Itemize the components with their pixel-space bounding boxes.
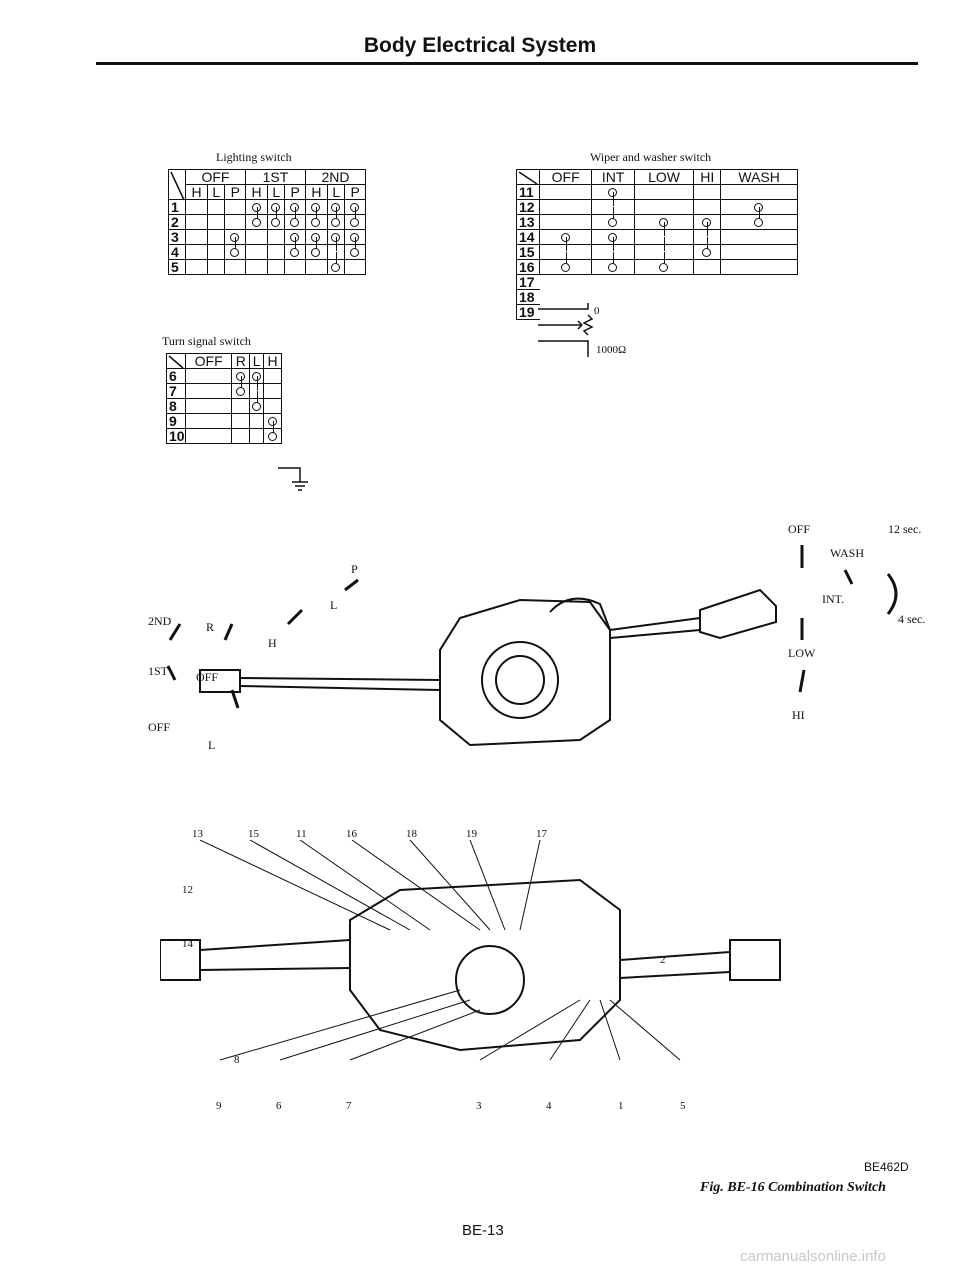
col-p: P	[344, 184, 366, 200]
row-label: 10	[166, 428, 186, 444]
callout: 9	[216, 1100, 222, 1112]
col-r: R	[231, 353, 251, 369]
combination-switch-drawing	[166, 545, 898, 747]
callout: 19	[466, 828, 477, 840]
label-off-low: OFF	[148, 720, 171, 734]
callout: 7	[346, 1100, 352, 1112]
label-int: INT.	[822, 592, 845, 606]
callout: 11	[296, 828, 307, 840]
callout: 6	[276, 1100, 282, 1112]
callout: 17	[536, 828, 547, 840]
label-off: OFF	[788, 522, 811, 536]
callout: 8	[234, 1054, 240, 1066]
table-corner	[168, 169, 186, 201]
col-l: L	[249, 353, 265, 369]
col-h: H	[304, 184, 329, 200]
wiper-switch-table: OFF INT LOW HI WASH 11 12 13 14 15 16 17…	[516, 169, 798, 320]
row-label: 16	[516, 259, 540, 275]
callout: 2	[660, 954, 666, 966]
callout: 12	[182, 884, 193, 896]
col-off: OFF	[538, 169, 593, 185]
row-label: 3	[168, 229, 186, 245]
row-label: 12	[516, 199, 540, 215]
row-label: 8	[166, 398, 186, 414]
col-group-off: OFF	[185, 169, 246, 185]
col-h: H	[263, 353, 282, 369]
label-hi: HI	[792, 708, 805, 722]
label-l-top: L	[330, 598, 338, 612]
contact-zero-label: 0	[594, 305, 600, 317]
row-label: 11	[516, 184, 540, 200]
resistor-circuit	[538, 303, 594, 357]
table-corner	[516, 169, 540, 185]
col-off: OFF	[184, 353, 233, 369]
callout: 14	[182, 938, 193, 950]
figure-code: BE462D	[864, 1160, 909, 1174]
callout: 15	[248, 828, 259, 840]
table-corner	[166, 353, 186, 369]
connector-drawing	[160, 840, 781, 1061]
label-2nd: 2ND	[148, 614, 172, 628]
turn-signal-table: OFF R L H 6 7 8 9 10	[166, 353, 282, 444]
row-label: 15	[516, 244, 540, 260]
col-hi: HI	[693, 169, 722, 185]
turn-signal-caption: Turn signal switch	[162, 334, 251, 348]
row-label: 6	[166, 368, 186, 384]
row-label: 17	[516, 274, 540, 290]
col-group-1st: 1ST	[244, 169, 306, 185]
label-off-mid: OFF	[196, 670, 219, 684]
col-h: H	[244, 184, 269, 200]
ground-symbol	[278, 467, 308, 491]
col-l: L	[207, 184, 226, 200]
lighting-switch-caption: Lighting switch	[216, 150, 292, 164]
label-r: R	[206, 620, 215, 634]
label-l-bottom: L	[208, 738, 216, 752]
label-wash: WASH	[830, 546, 865, 560]
callout: 18	[406, 828, 417, 840]
watermark: carmanualsonline.info	[740, 1248, 886, 1265]
col-int: INT	[591, 169, 635, 185]
callout: 4	[546, 1100, 552, 1112]
col-p: P	[224, 184, 246, 200]
label-h: H	[268, 636, 277, 650]
col-group-2nd: 2ND	[304, 169, 367, 185]
callout: 13	[192, 828, 203, 840]
col-p: P	[284, 184, 306, 200]
row-label: 2	[168, 214, 186, 230]
row-label: 5	[168, 259, 186, 275]
col-h: H	[184, 184, 209, 200]
col-wash: WASH	[720, 169, 798, 185]
page-header: Body Electrical System	[363, 34, 597, 57]
callout: 1	[618, 1100, 624, 1112]
row-label: 18	[516, 289, 540, 305]
label-4-sec: 4 sec.	[898, 612, 926, 626]
row-label: 9	[166, 413, 186, 429]
label-12-sec: 12 sec.	[888, 522, 922, 536]
row-label: 7	[166, 383, 186, 399]
col-l: L	[327, 184, 346, 200]
col-l: L	[267, 184, 286, 200]
label-p: P	[351, 562, 358, 576]
lighting-switch-table: OFF 1ST 2ND H L P H L P H L P 1 2 3 4 5	[168, 169, 367, 275]
label-1st: 1ST	[148, 664, 169, 678]
callout: 3	[476, 1100, 482, 1112]
label-low: LOW	[788, 646, 816, 660]
header-rule	[96, 62, 918, 65]
row-label: 1	[168, 199, 186, 215]
col-low: LOW	[633, 169, 695, 185]
figure-caption: Fig. BE-16 Combination Switch	[700, 1180, 886, 1195]
row-label: 14	[516, 229, 540, 245]
resistor-value: 1000Ω	[596, 344, 627, 356]
callout: 16	[346, 828, 357, 840]
row-label: 13	[516, 214, 540, 230]
page-number: BE-13	[462, 1222, 504, 1239]
callout: 5	[680, 1100, 686, 1112]
wiper-switch-caption: Wiper and washer switch	[590, 150, 712, 164]
row-label: 4	[168, 244, 186, 260]
row-label: 19	[516, 304, 540, 320]
